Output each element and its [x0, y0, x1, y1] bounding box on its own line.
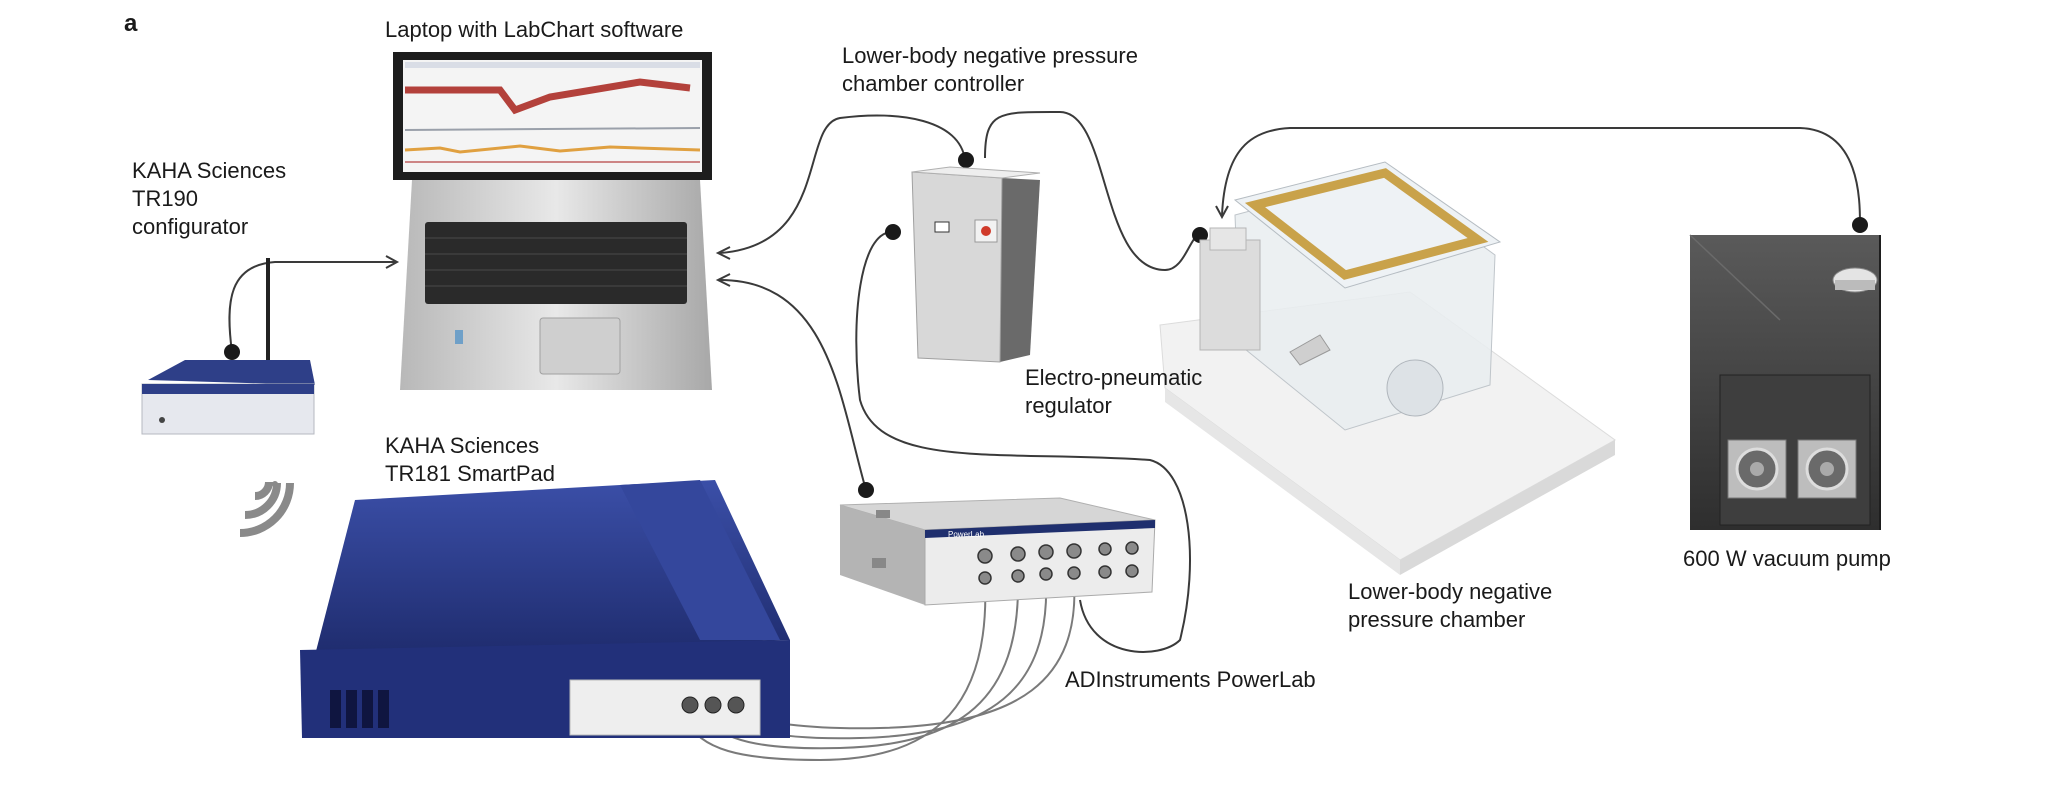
controller-device — [911, 166, 1041, 363]
wireless-signal-icon — [239, 481, 294, 537]
label-lbnp-controller: Lower-body negative pressure chamber con… — [842, 42, 1138, 98]
dot-router — [224, 344, 240, 360]
label-chamber-line1: Lower-body negative — [1348, 579, 1553, 604]
dot-regulator — [885, 224, 901, 240]
controller-side — [1000, 178, 1040, 362]
powerlab-device: PowerLab — [839, 497, 1156, 606]
chamber-gold-frame — [1244, 168, 1489, 280]
screen-trace-orange — [404, 144, 701, 154]
powerlab-brand-text: PowerLab — [948, 530, 985, 539]
cable-regulator-powerlab — [855, 230, 1191, 653]
label-configurator-line1: KAHA Sciences — [132, 158, 287, 183]
cable-chamber-pump — [1221, 127, 1861, 226]
smartpad-device — [300, 480, 790, 738]
label-powerlab: ADInstruments PowerLab — [1065, 667, 1316, 692]
chamber-opening — [1386, 359, 1444, 417]
cable-powerlab-laptop — [719, 279, 867, 491]
powerlab-side — [840, 505, 925, 605]
chamber-device — [1159, 161, 1616, 575]
laptop-device — [393, 52, 712, 390]
pump-connector-1 — [1727, 439, 1787, 499]
label-regulator-line2: regulator — [1025, 393, 1112, 418]
dot-chamber — [1192, 227, 1208, 243]
powerlab-ports — [977, 541, 1139, 585]
label-configurator-line2: TR190 — [132, 186, 199, 211]
label-configurator-line3: configurator — [132, 214, 249, 239]
label-smartpad-line1: KAHA Sciences — [385, 433, 540, 458]
panel-letter: a — [124, 10, 138, 37]
arrow-head-powerlab — [715, 273, 731, 287]
label-chamber: Lower-body negative pressure chamber — [1348, 578, 1552, 634]
controller-top — [911, 166, 1041, 179]
cable-channel-1 — [684, 579, 987, 762]
arrow-head-router — [385, 255, 400, 269]
arrow-head-chamber — [1215, 205, 1229, 220]
pump-connector-2 — [1797, 439, 1857, 499]
arrow-head-controller — [715, 246, 731, 260]
label-lbnp-controller-line1: Lower-body negative pressure — [842, 43, 1138, 68]
label-laptop: Laptop with LabChart software — [385, 17, 684, 42]
label-configurator: KAHA Sciences TR190 configurator — [132, 157, 286, 241]
label-smartpad: KAHA Sciences TR181 SmartPad — [385, 432, 555, 488]
label-chamber-line2: pressure chamber — [1348, 607, 1526, 632]
smartpad-vents — [330, 690, 389, 728]
label-regulator: Electro-pneumatic regulator — [1025, 364, 1202, 420]
router-top — [148, 360, 315, 385]
configurator-device — [141, 258, 315, 435]
pump-device — [1689, 234, 1881, 530]
screen-trace-grey — [404, 127, 701, 131]
label-smartpad-line2: TR181 SmartPad — [385, 461, 555, 486]
label-regulator-line1: Electro-pneumatic — [1025, 365, 1203, 390]
cable-controller-laptop — [719, 114, 966, 254]
cable-router-laptop — [228, 261, 395, 353]
dot-powerlab — [858, 482, 874, 498]
screen-trace-red — [405, 78, 691, 115]
label-pump: 600 W vacuum pump — [1683, 546, 1891, 571]
regulator-block — [1199, 239, 1261, 351]
laptop-screen — [403, 60, 702, 172]
dot-controller-top — [958, 152, 974, 168]
smartpad-ports — [681, 696, 745, 714]
cable-channel-4 — [751, 579, 1076, 730]
laptop-keyboard — [425, 222, 687, 304]
laptop-trackpad — [539, 317, 621, 375]
controller-front — [911, 171, 1003, 363]
connector-dots — [224, 152, 1868, 498]
cable-controller-chamber — [984, 110, 1201, 272]
dot-pump — [1852, 217, 1868, 233]
powerlab-faceplate-band — [925, 520, 1155, 538]
label-lbnp-controller-line2: chamber controller — [842, 71, 1025, 96]
